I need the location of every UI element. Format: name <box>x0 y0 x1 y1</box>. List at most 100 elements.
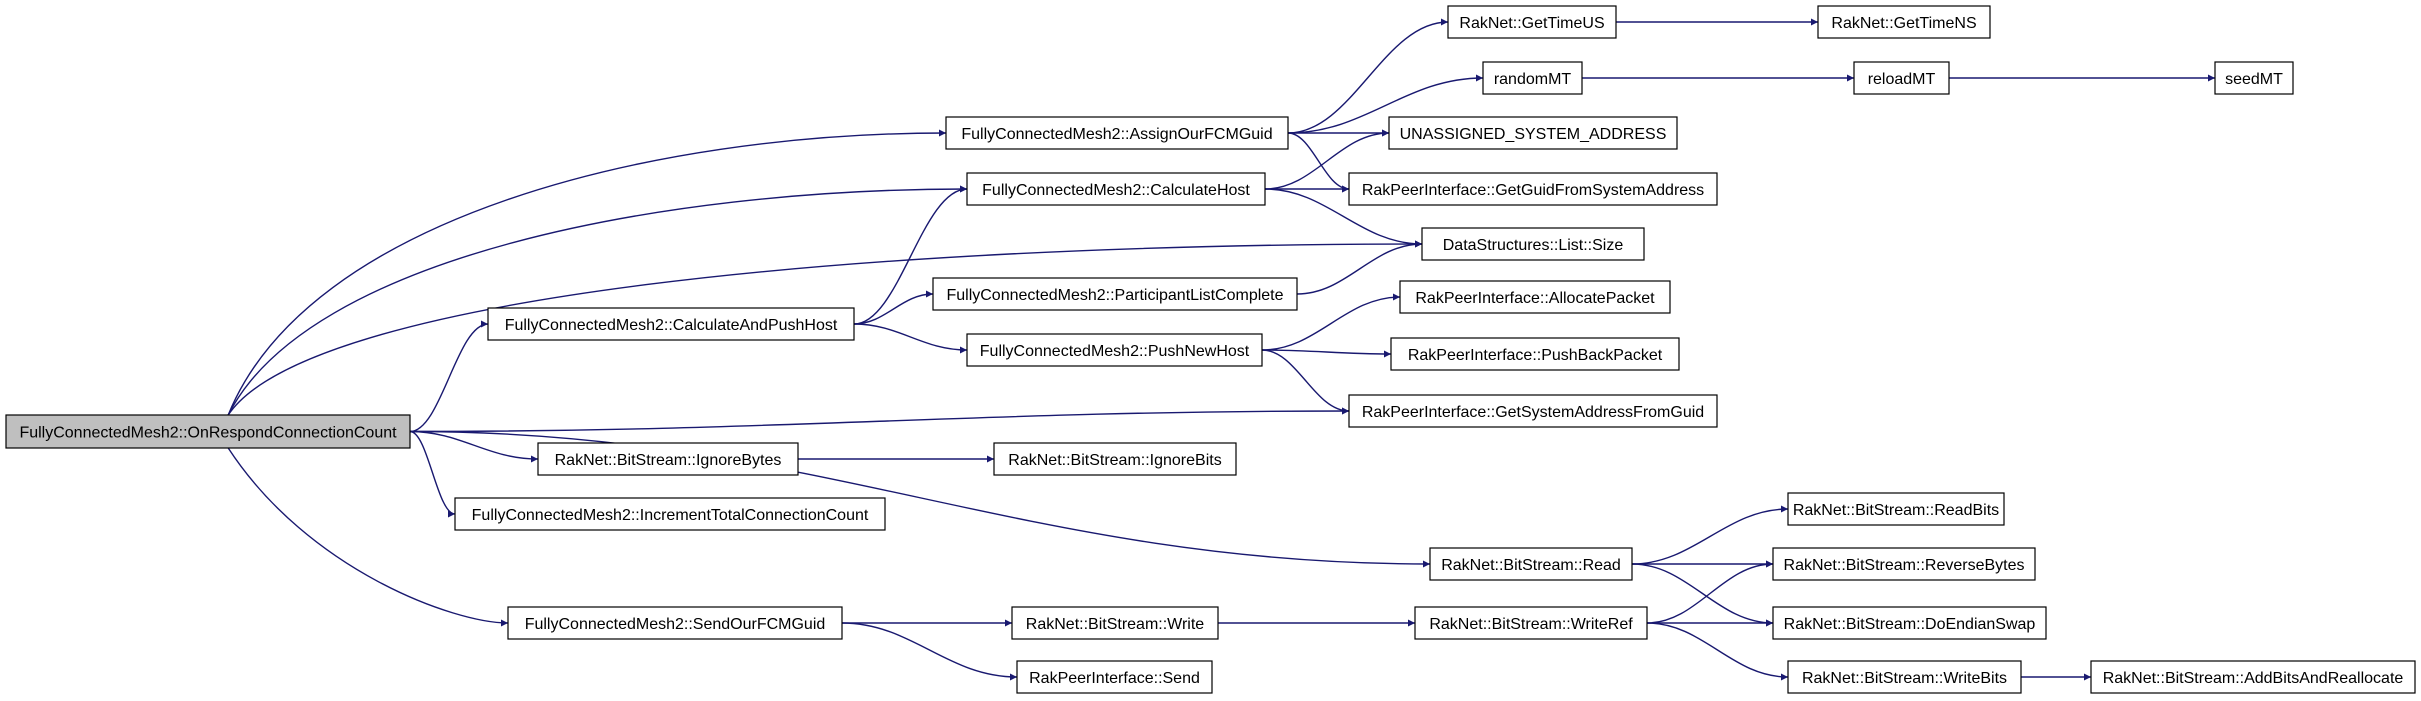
edge-read-to-doEndian <box>1631 563 1774 627</box>
node-box[interactable] <box>1853 61 1950 95</box>
node-alloc-packet[interactable]: RakPeerInterface::AllocatePacket <box>1399 280 1671 314</box>
node-box[interactable] <box>1787 660 2022 694</box>
node-box[interactable] <box>1348 394 1718 428</box>
node-box[interactable] <box>1388 116 1678 150</box>
edge-assign-to-randomMT <box>1287 74 1484 134</box>
node-label: RakNet::BitStream::WriteRef <box>1429 616 1633 633</box>
node-box[interactable] <box>932 277 1298 311</box>
node-label: RakPeerInterface::AllocatePacket <box>1415 290 1655 307</box>
node-box[interactable] <box>1772 606 2047 640</box>
edge-sendGuid-to-send <box>841 622 1018 681</box>
node-reload-mt[interactable]: reloadMT <box>1853 61 1950 95</box>
node-box[interactable] <box>507 606 843 640</box>
node-push-back[interactable]: RakPeerInterface::PushBackPacket <box>1390 337 1680 371</box>
node-box[interactable] <box>1447 5 1617 39</box>
node-time-ns[interactable]: RakNet::GetTimeNS <box>1817 5 1991 39</box>
node-label: FullyConnectedMesh2::OnRespondConnection… <box>19 425 397 442</box>
edge-root-to-sendGuid <box>227 447 509 627</box>
node-label: seedMT <box>2225 71 2283 88</box>
node-write-bits[interactable]: RakNet::BitStream::WriteBits <box>1787 660 2022 694</box>
node-write[interactable]: RakNet::BitStream::Write <box>1011 606 1219 640</box>
call-nodes: FullyConnectedMesh2::OnRespondConnection… <box>5 5 2416 694</box>
node-read[interactable]: RakNet::BitStream::Read <box>1429 547 1633 581</box>
edge-root-to-listSize <box>227 240 1423 416</box>
node-label: RakPeerInterface::PushBackPacket <box>1408 347 1663 364</box>
node-list-size[interactable]: DataStructures::List::Size <box>1421 227 1645 261</box>
node-label: RakNet::BitStream::DoEndianSwap <box>1784 616 2036 633</box>
edge-root-to-calcHost <box>227 185 968 416</box>
node-box[interactable] <box>966 172 1266 206</box>
node-label: UNASSIGNED_SYSTEM_ADDRESS <box>1400 126 1667 143</box>
node-get-sys-addr[interactable]: RakPeerInterface::GetSystemAddressFromGu… <box>1348 394 1718 428</box>
node-box[interactable] <box>993 442 1237 476</box>
node-label: RakPeerInterface::Send <box>1029 670 1200 687</box>
node-box[interactable] <box>1348 172 1718 206</box>
node-ignore-bits[interactable]: RakNet::BitStream::IgnoreBits <box>993 442 1237 476</box>
node-send-guid[interactable]: FullyConnectedMesh2::SendOurFCMGuid <box>507 606 843 640</box>
node-box[interactable] <box>1011 606 1219 640</box>
node-inc-total[interactable]: FullyConnectedMesh2::IncrementTotalConne… <box>454 497 886 531</box>
node-box[interactable] <box>1399 280 1671 314</box>
node-label: FullyConnectedMesh2::IncrementTotalConne… <box>472 507 869 524</box>
edge-root-to-getSysAddr <box>409 407 1350 433</box>
node-unassigned[interactable]: UNASSIGNED_SYSTEM_ADDRESS <box>1388 116 1678 150</box>
edge-calcPush-to-calcHost <box>853 185 968 325</box>
node-label: RakNet::GetTimeUS <box>1459 15 1604 32</box>
node-reverse-bytes[interactable]: RakNet::BitStream::ReverseBytes <box>1772 547 2036 581</box>
node-push-new[interactable]: FullyConnectedMesh2::PushNewHost <box>966 333 1263 367</box>
node-box[interactable] <box>5 414 411 449</box>
edge-calcPush-to-pushNew <box>853 323 968 354</box>
edge-assign-to-timeUS <box>1287 18 1449 134</box>
node-box[interactable] <box>1390 337 1680 371</box>
node-root[interactable]: FullyConnectedMesh2::OnRespondConnection… <box>5 414 411 449</box>
node-do-endian[interactable]: RakNet::BitStream::DoEndianSwap <box>1772 606 2047 640</box>
edge-partComplete-to-listSize <box>1296 240 1423 295</box>
node-box[interactable] <box>1429 547 1633 581</box>
node-label: RakNet::BitStream::WriteBits <box>1802 670 2007 687</box>
edge-pushNew-to-allocPacket <box>1261 293 1401 351</box>
node-label: RakNet::BitStream::AddBitsAndReallocate <box>2103 670 2404 687</box>
edge-calcHost-to-listSize <box>1264 188 1423 248</box>
node-box[interactable] <box>487 307 855 341</box>
edge-pushNew-to-pushBack <box>1261 349 1392 358</box>
node-calc-push[interactable]: FullyConnectedMesh2::CalculateAndPushHos… <box>487 307 855 341</box>
node-label: RakNet::BitStream::ReverseBytes <box>1784 557 2025 574</box>
node-read-bits[interactable]: RakNet::BitStream::ReadBits <box>1787 492 2005 526</box>
node-box[interactable] <box>2090 660 2416 694</box>
node-label: FullyConnectedMesh2::ParticipantListComp… <box>946 287 1283 304</box>
node-label: RakPeerInterface::GetGuidFromSystemAddre… <box>1362 182 1704 199</box>
node-ignore-bytes[interactable]: RakNet::BitStream::IgnoreBytes <box>537 442 799 476</box>
node-send[interactable]: RakPeerInterface::Send <box>1016 660 1213 694</box>
edge-writeRef-to-reverseBytes <box>1646 560 1774 624</box>
edge-root-to-read <box>409 430 1431 568</box>
node-box[interactable] <box>2214 61 2294 95</box>
node-box[interactable] <box>454 497 886 531</box>
node-write-ref[interactable]: RakNet::BitStream::WriteRef <box>1414 606 1648 640</box>
node-box[interactable] <box>1016 660 1213 694</box>
node-box[interactable] <box>1421 227 1645 261</box>
node-box[interactable] <box>1414 606 1648 640</box>
call-edges <box>227 18 2215 681</box>
node-label: RakNet::BitStream::Write <box>1026 616 1205 633</box>
node-label: RakNet::BitStream::ReadBits <box>1793 502 1999 519</box>
edge-root-to-incTotal <box>409 430 456 518</box>
node-get-guid[interactable]: RakPeerInterface::GetGuidFromSystemAddre… <box>1348 172 1718 206</box>
node-box[interactable] <box>1772 547 2036 581</box>
edge-assign-to-getGuid <box>1287 132 1350 193</box>
node-label: RakNet::BitStream::Read <box>1441 557 1621 574</box>
node-part-complete[interactable]: FullyConnectedMesh2::ParticipantListComp… <box>932 277 1298 311</box>
node-random-mt[interactable]: randomMT <box>1482 61 1583 95</box>
node-box[interactable] <box>1482 61 1583 95</box>
node-label: FullyConnectedMesh2::PushNewHost <box>980 343 1250 360</box>
node-time-us[interactable]: RakNet::GetTimeUS <box>1447 5 1617 39</box>
node-box[interactable] <box>537 442 799 476</box>
node-calc-host[interactable]: FullyConnectedMesh2::CalculateHost <box>966 172 1266 206</box>
node-box[interactable] <box>1787 492 2005 526</box>
node-box[interactable] <box>966 333 1263 367</box>
node-assign[interactable]: FullyConnectedMesh2::AssignOurFCMGuid <box>945 116 1289 150</box>
node-seed-mt[interactable]: seedMT <box>2214 61 2294 95</box>
node-add-bits[interactable]: RakNet::BitStream::AddBitsAndReallocate <box>2090 660 2416 694</box>
node-box[interactable] <box>1817 5 1991 39</box>
node-label: RakPeerInterface::GetSystemAddressFromGu… <box>1362 404 1704 421</box>
node-box[interactable] <box>945 116 1289 150</box>
